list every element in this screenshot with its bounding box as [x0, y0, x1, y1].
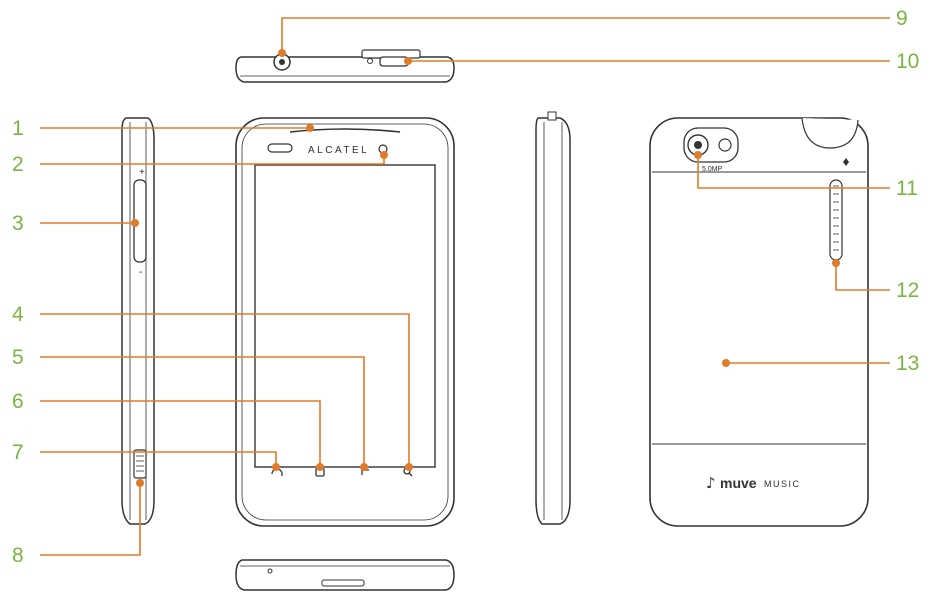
callout-number-1: 1: [12, 117, 24, 140]
phone-left-side: + -: [121, 117, 155, 525]
sensor-icon: [267, 143, 293, 153]
callout-number-12: 12: [896, 279, 919, 302]
music-note-icon: ♪: [706, 474, 716, 492]
callout-number-3: 3: [12, 212, 24, 235]
callout-number-8: 8: [12, 544, 24, 567]
earpiece-icon: [289, 128, 401, 133]
svg-text:-: -: [139, 267, 142, 278]
phone-right-side: [535, 111, 571, 525]
callout-number-11: 11: [896, 177, 918, 200]
callout-number-7: 7: [12, 441, 24, 464]
callout-numbers: 1 2 3 4 5 6 7 8 9 10 11 12 13: [12, 7, 919, 567]
phone-bottom-edge: [235, 559, 455, 591]
svg-text:+: +: [139, 167, 145, 178]
muve-music-logo: ♪ muve MUSIC: [706, 474, 801, 492]
micro-usb-icon: [133, 449, 147, 479]
usb-port-icon: [379, 56, 409, 67]
callout-number-2: 2: [12, 153, 24, 176]
logo-word-muve: muve: [720, 475, 757, 491]
camera-label: 5.0MP: [702, 166, 723, 173]
brand-label: ALCATEL: [308, 145, 369, 156]
phone-top-edge: [235, 49, 455, 83]
speaker-grille-icon: [829, 179, 843, 261]
flash-icon: [718, 138, 732, 152]
callout-number-4: 4: [12, 303, 24, 326]
callout-number-9: 9: [896, 7, 908, 30]
callout-lines: [40, 17, 890, 556]
callout-number-5: 5: [12, 346, 24, 369]
callout-number-10: 10: [896, 50, 919, 73]
touchscreen: [254, 164, 436, 468]
callout-number-13: 13: [896, 352, 919, 375]
logo-word-music: MUSIC: [764, 479, 801, 489]
phone-front: ALCATEL: [235, 117, 455, 527]
callout-number-6: 6: [12, 390, 24, 413]
phone-back: 5.0MP ♪ muve MUSIC: [649, 117, 869, 527]
